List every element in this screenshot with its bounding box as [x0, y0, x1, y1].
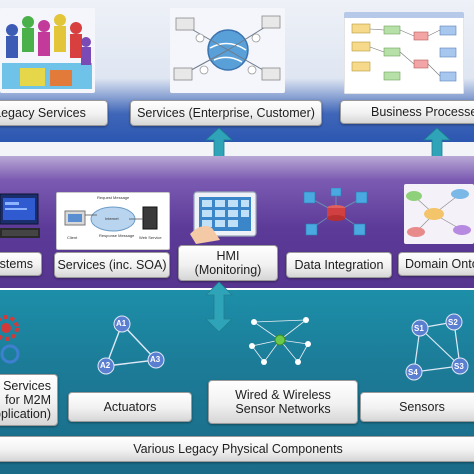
data-integration-label: Data Integration — [286, 252, 392, 278]
enterprise-network-illustration — [170, 8, 285, 93]
sensors-label: Sensors — [360, 392, 474, 422]
sensor-s4-label: S4 — [408, 368, 418, 377]
hmi-monitoring-label: HMI (Monitoring) — [178, 245, 278, 281]
domain-ontology-illustration — [404, 184, 474, 244]
soa-network-icon — [64, 206, 158, 232]
sensor-s2-label: S2 — [448, 318, 458, 327]
data-integration-illustration — [303, 188, 368, 236]
services-soa-label: Services (inc. SOA) — [54, 252, 170, 278]
legacy-physical-components-label: Various Legacy Physical Components — [0, 436, 474, 462]
systems-label: Systems — [0, 252, 42, 276]
wired-wireless-sensor-networks-label: Wired & Wireless Sensor Networks — [208, 380, 358, 424]
services-m2m-label: Services for M2M Application) — [0, 374, 58, 426]
business-process-illustration — [344, 12, 464, 94]
sensor-s1-label: S1 — [414, 324, 424, 333]
sensors-graph — [405, 313, 469, 381]
sensor-network-illustration — [249, 317, 311, 365]
services-enterprise-customer-label: Services (Enterprise, Customer) — [130, 100, 322, 126]
m2m-gear-icon — [0, 315, 20, 364]
actuator-node-a1 — [113, 315, 131, 333]
actuator-node-a2 — [97, 357, 115, 375]
sensor-s3-label: S3 — [454, 362, 464, 371]
soa-client-label: Client — [67, 235, 78, 240]
legacy-services-label: Legacy Services — [0, 100, 108, 126]
actuator-a2-label: A2 — [100, 361, 111, 370]
actuators-label: Actuators — [68, 392, 192, 422]
business-processes-label: Business Processes — [340, 100, 474, 124]
soa-internet-label: Internet — [105, 216, 119, 221]
soa-response-label: Response Message — [99, 233, 135, 238]
soa-diagram: Request Message Internet Response Messag… — [56, 192, 170, 250]
soa-request-label: Request Message — [97, 195, 130, 200]
domain-ontology-label: Domain Ontology — [398, 252, 474, 276]
actuator-a3-label: A3 — [150, 355, 161, 364]
layer-gap-top — [0, 142, 474, 156]
double-arrow-middle-bottom-icon — [205, 282, 233, 332]
soa-web-service-label: Web Service — [139, 235, 162, 240]
actuator-node-a3 — [147, 351, 165, 369]
actuators-graph — [97, 315, 165, 375]
actuator-a1-label: A1 — [116, 319, 127, 328]
systems-computer-illustration — [0, 193, 40, 238]
hmi-tablet-illustration — [190, 191, 257, 244]
legacy-services-illustration — [0, 8, 95, 93]
